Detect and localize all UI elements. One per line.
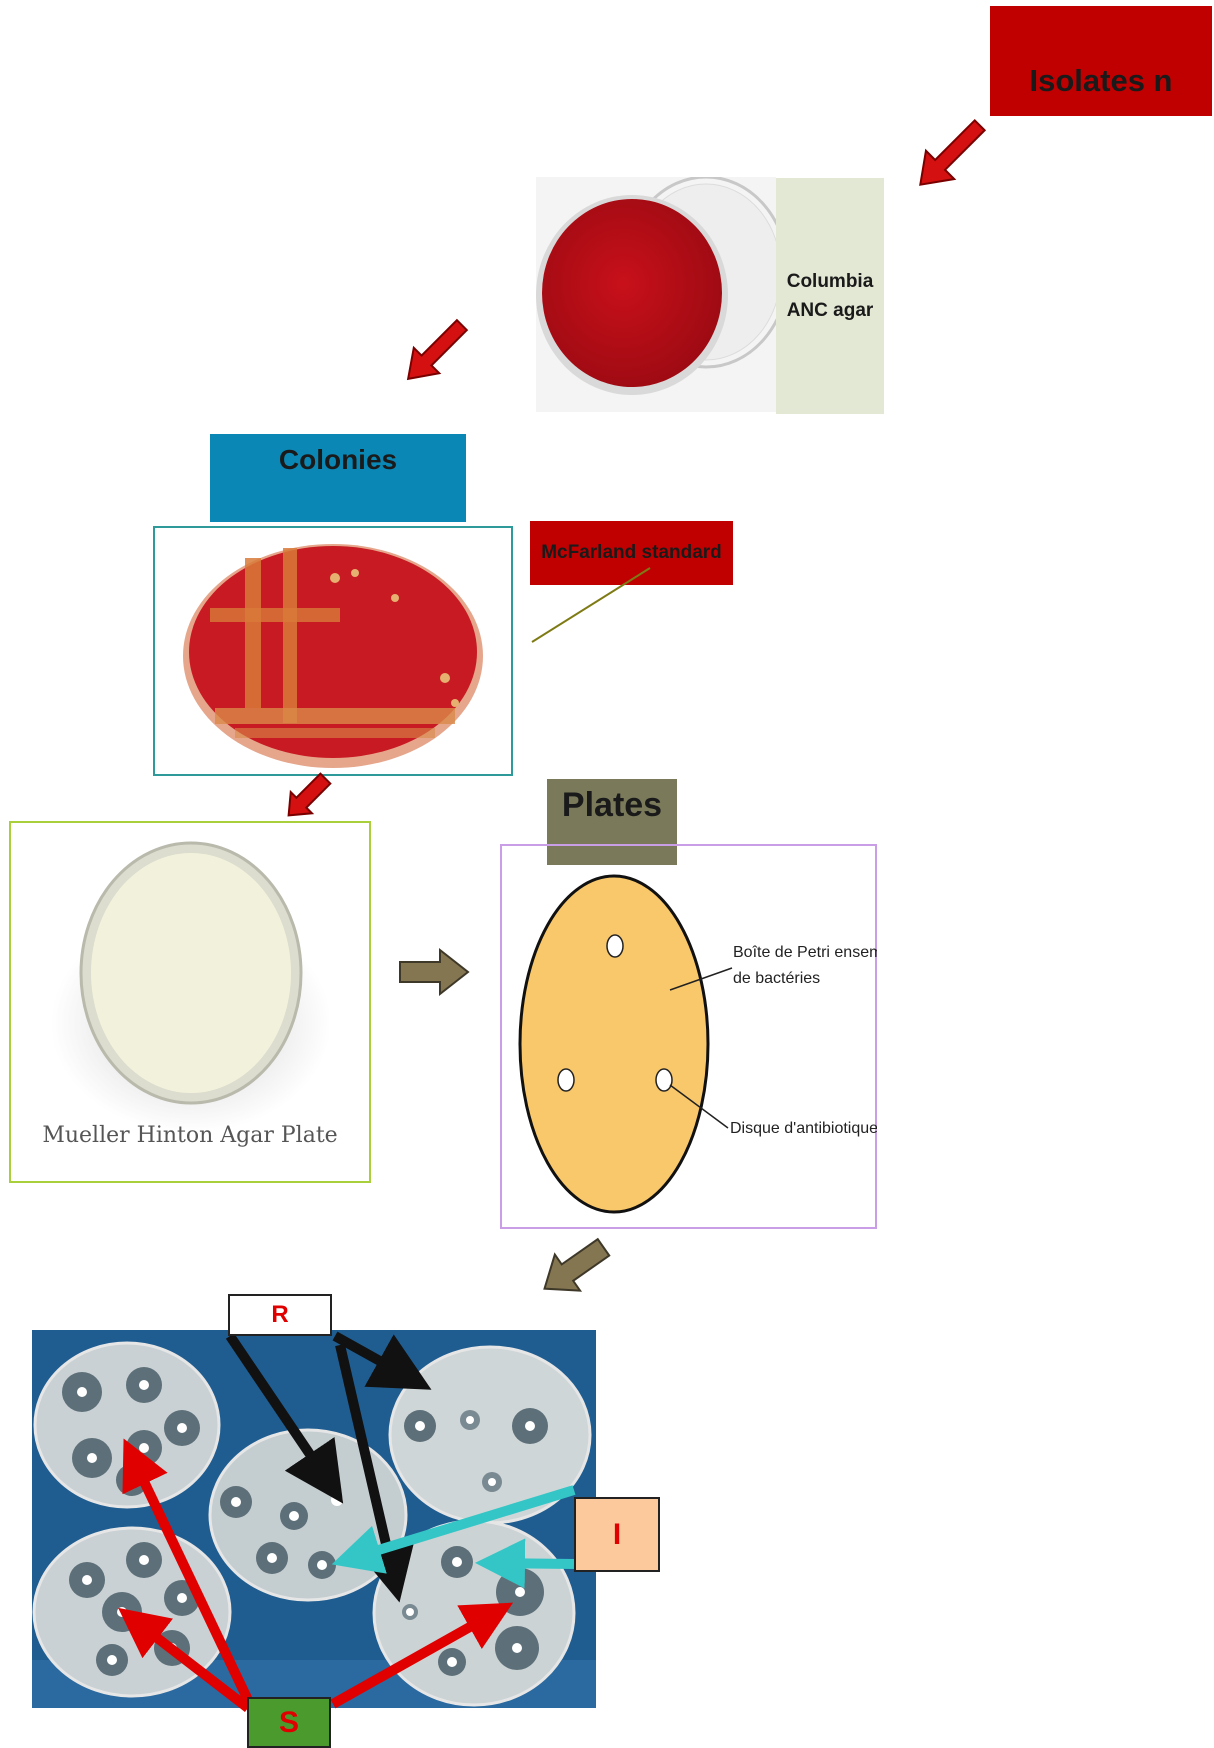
- arrow-colonies-to-mueller: [278, 768, 336, 826]
- s-arrow-to-bottom-right-plate: [333, 1610, 500, 1704]
- arrow-mueller-to-plates: [400, 950, 468, 994]
- intermediate-text: I: [613, 1518, 621, 1552]
- i-arrow-to-bottom-right-plate: [490, 1563, 574, 1564]
- r-arrow-to-middle-plate: [230, 1336, 332, 1487]
- arrow-plates-to-results: [532, 1229, 616, 1306]
- arrow-isolates-to-columbia: [906, 111, 994, 199]
- resistant-text: R: [271, 1301, 288, 1329]
- mcfarland-connector: [532, 568, 650, 642]
- arrow-columbia-to-colonies: [395, 312, 474, 391]
- resistant-label: R: [228, 1294, 332, 1336]
- susceptible-label: S: [247, 1697, 331, 1748]
- intermediate-label: I: [574, 1497, 660, 1572]
- susceptible-text: S: [279, 1706, 299, 1740]
